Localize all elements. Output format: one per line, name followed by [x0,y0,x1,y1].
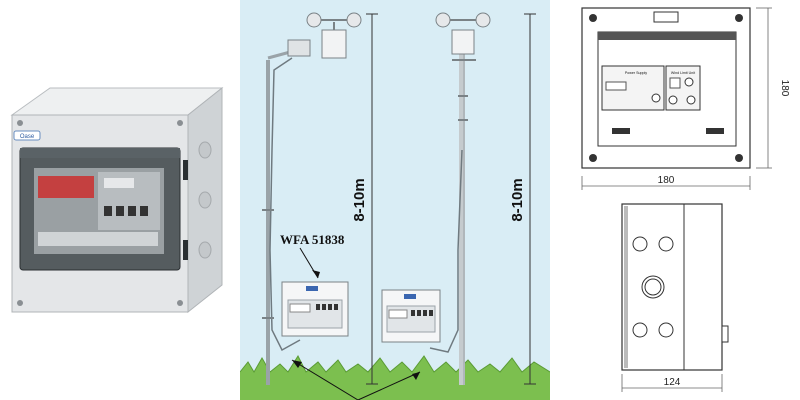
control-box-badge [404,294,416,299]
screw-icon [177,120,183,126]
height-label-right: 8-10m [509,178,526,221]
anemometer-cup-icon [306,12,322,28]
product-label: WFA 51838 [280,232,345,247]
technical-drawing-svg: Power Supply Wind Limit Unit 180 180 [581,7,790,392]
module-power-supply-title: Power Supply [625,71,647,75]
control-box-button [334,304,338,310]
knockout-icon [632,236,648,252]
knockout-icon [658,236,674,252]
knockout-inner-ring [644,278,662,296]
control-box-button [417,310,421,316]
knockout-icon [658,322,674,338]
enclosure-top-face [10,87,224,116]
control-box-button [423,310,427,316]
control-box-button [411,310,415,316]
grass-ground [240,372,550,400]
module-knob-icon [686,95,696,105]
brand-badge-text: Oase [20,134,35,140]
anemometer-cup-icon [475,12,491,28]
grass-blades [240,354,550,373]
module-knob-icon [668,95,678,105]
side-width-label: 124 [664,377,681,388]
control-box-button [322,304,326,310]
front-view-latch [706,128,724,134]
anemometer-cup-icon [346,12,362,28]
side-view-flange [624,206,628,368]
module-wind-limit-title: Wind Limit Unit [671,71,695,75]
anemometer-right-housing [451,29,475,55]
module-text-box [669,77,681,89]
control-box-button [328,304,332,310]
module-label-strip [38,232,158,246]
pointer-arrowhead [292,360,302,368]
cable-pointer-left [291,359,359,400]
screw-icon [17,300,23,306]
screw-icon [735,154,743,162]
controller-display [104,178,134,188]
pointer-arrowhead [312,270,320,278]
screw-icon [589,154,597,162]
controller-button [116,206,124,216]
knockout [198,241,212,259]
installation-diagram: 8-10m WFA 51838 8-10m [240,0,550,400]
side-view-latch [721,325,729,343]
height-label-left: 8-10m [351,178,368,221]
anemometer-left-housing [321,29,347,59]
control-box-button [429,310,433,316]
screw-icon [735,14,743,22]
control-box-badge [306,286,318,291]
front-width-label: 180 [658,175,675,186]
knockout-icon [632,322,648,338]
side-view-outline [621,203,723,371]
module-knob-icon [684,77,694,87]
installation-diagram-svg: 8-10m WFA 51838 8-10m [240,0,550,400]
lid-latch [183,160,188,180]
red-label-strip [38,176,94,198]
cable-left [269,57,301,352]
screw-icon [589,14,597,22]
front-view-label-window [653,11,679,23]
front-height-label: 180 [779,80,790,97]
enclosure-photo: Oase [0,0,240,400]
technical-drawing: Power Supply Wind Limit Unit 180 180 [550,0,800,400]
control-box-button [316,304,320,310]
cable-pointer-right [357,371,421,400]
anemometer-cup-icon [435,12,451,28]
module-text-box [605,81,627,91]
pointer-arrowhead [412,372,420,380]
knockout [198,191,212,209]
brand-badge [13,130,41,141]
screw-icon [177,300,183,306]
enclosure-photo-svg: Oase [10,86,224,314]
front-view-latch [612,128,630,134]
screw-icon [17,120,23,126]
controller-button [128,206,136,216]
lid-latch [183,240,188,260]
controller-button [140,206,148,216]
front-view-top-rail [598,32,736,40]
sensor-clamp-left [287,39,311,57]
knockout [198,141,212,159]
module-knob-icon [651,93,661,103]
controller-button [104,206,112,216]
control-box-display [388,309,408,319]
control-box-display [289,303,311,313]
cable-right [429,149,463,353]
lid-hinge [20,148,180,158]
